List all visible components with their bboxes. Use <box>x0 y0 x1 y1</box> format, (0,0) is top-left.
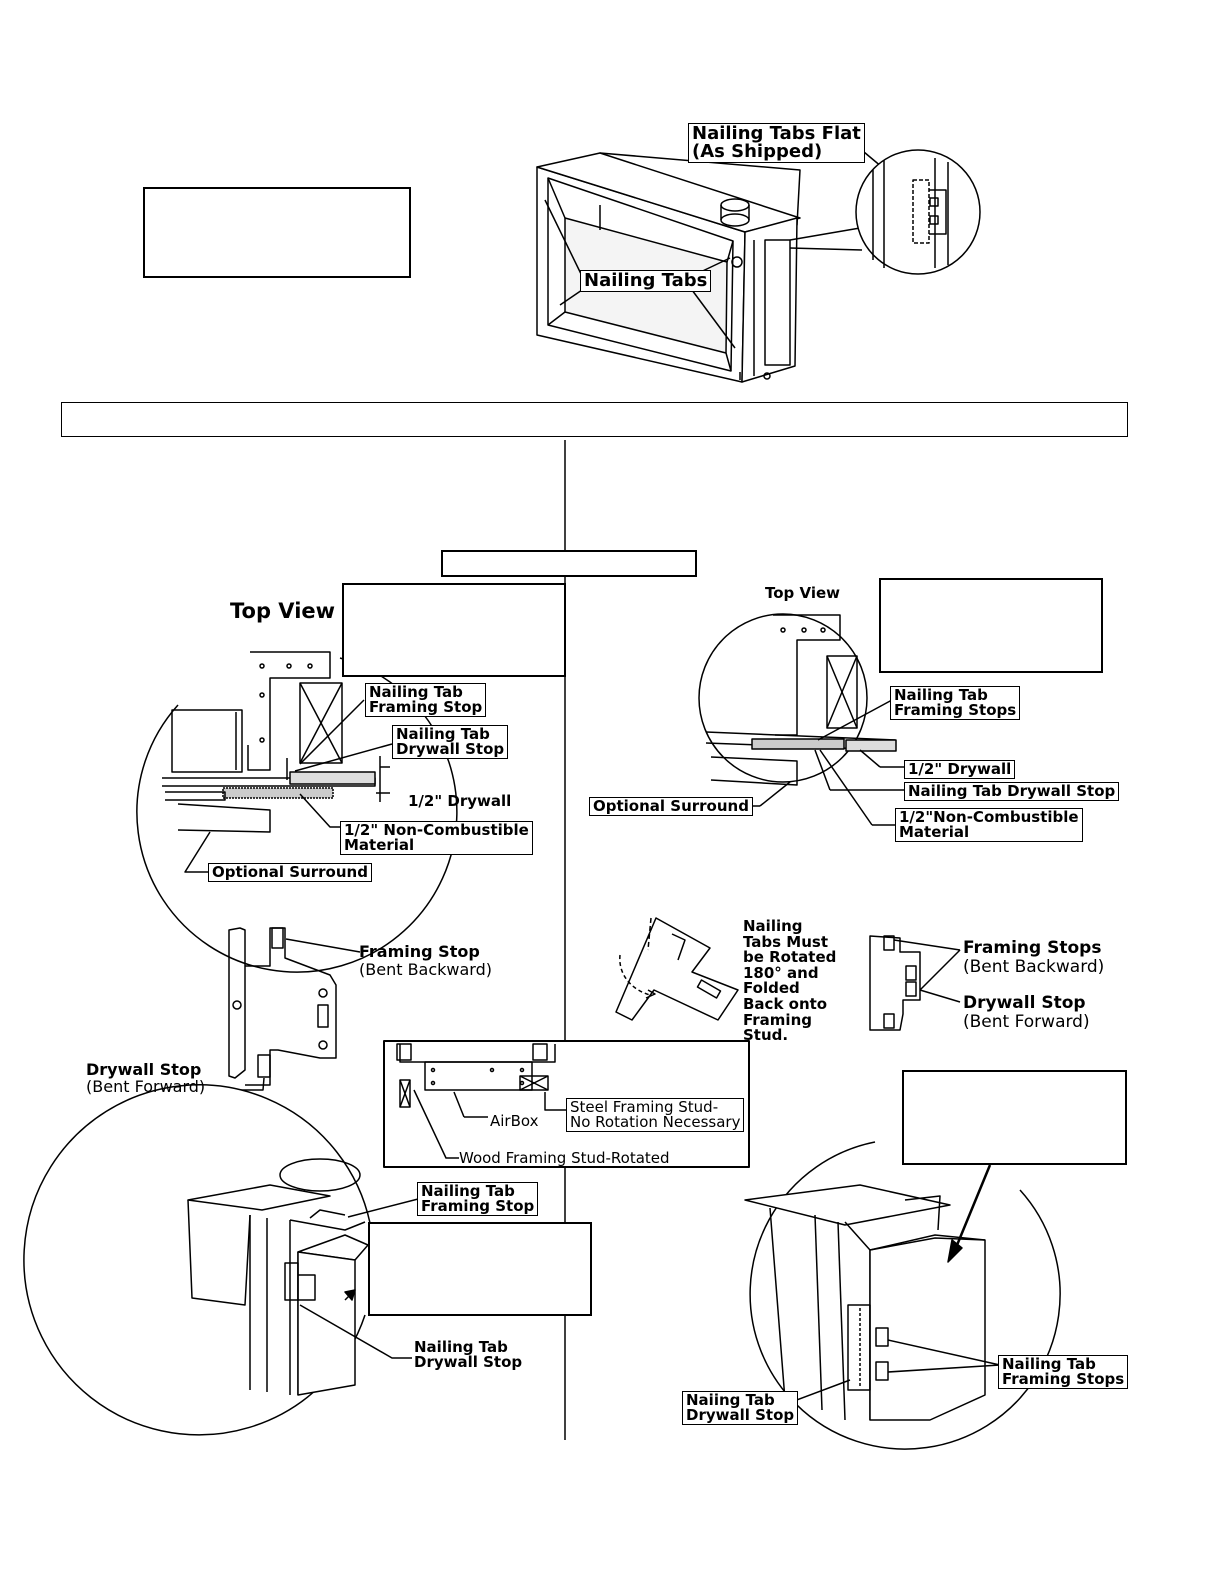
left-drywall-label: 1/2" Drywall <box>408 792 512 810</box>
left-drywall-stop-label: Nailing Tab Drywall Stop <box>392 725 509 759</box>
rotation-sketch <box>615 917 739 1021</box>
section-subheader-bar <box>441 550 697 577</box>
note-line: be Rotated <box>743 948 837 967</box>
fireplace-illustration <box>536 152 801 383</box>
label-line: Framing Stop <box>369 698 483 716</box>
right-top-view-title: Top View <box>765 584 841 602</box>
label-line: Steel Framing Stud- <box>570 1098 719 1116</box>
left-framing-stop-label: Nailing Tab Framing Stop <box>365 683 487 717</box>
label-line: Drywall Stop <box>396 740 505 758</box>
right-drywall-stop-label: Nailing Tab Drywall Stop <box>904 782 1120 801</box>
label-line: Nailing Tab <box>894 686 988 704</box>
right-framing-stops-label: Nailing Tab Framing Stops <box>890 686 1021 720</box>
label-line: Framing Stop <box>421 1197 535 1215</box>
steel-stud-label: Steel Framing Stud- No Rotation Necessar… <box>566 1098 745 1132</box>
label-line: Nailing Tab <box>396 725 490 743</box>
section-header-bar <box>61 402 1128 437</box>
note-line: 180° and <box>743 963 819 982</box>
right-iso-drywall-stop-label: Naiing Tab Drywall Stop <box>682 1391 799 1425</box>
label-line: Framing Stops <box>894 701 1017 719</box>
label-line: Framing Stops <box>1002 1370 1125 1388</box>
left-top-view-detail <box>136 651 458 973</box>
nailing-tabs-label: Nailing Tabs <box>580 270 712 292</box>
blank-callout-box <box>879 578 1103 673</box>
right-iso-detail <box>744 1141 1061 1450</box>
left-noncombustible-label: 1/2" Non-Combustible Material <box>340 821 533 855</box>
nailing-tabs-flat-label: Nailing Tabs Flat (As Shipped) <box>688 123 865 163</box>
label-line: Nailing Tab <box>1002 1355 1096 1373</box>
note-line: Tabs Must <box>743 932 829 951</box>
wood-stud-label: Wood Framing Stud-Rotated <box>459 1149 670 1167</box>
blank-callout-box <box>368 1222 592 1316</box>
label-line: Nailing Tabs Flat <box>692 123 861 144</box>
left-surround-label: Optional Surround <box>208 863 372 882</box>
left-tab-drywall-stop-label: Drywall Stop <box>86 1060 202 1079</box>
label-line: Material <box>344 836 415 854</box>
label-line: Nailing Tab <box>369 683 463 701</box>
airbox-label: AirBox <box>490 1112 539 1130</box>
rotation-note: Nailing Tabs Must be Rotated 180° and Fo… <box>743 917 837 1045</box>
note-line: Folded <box>743 979 800 998</box>
right-noncombustible-label: 1/2"Non-Combustible Material <box>895 808 1083 842</box>
left-tab-framing-stop-label: Framing Stop <box>359 942 480 961</box>
right-tab-drywall-stop-label: Drywall Stop <box>963 993 1086 1013</box>
right-tab-framing-stops-label: Framing Stops <box>963 938 1102 958</box>
label-line: Drywall Stop <box>414 1353 523 1371</box>
right-tab-part <box>869 935 961 1031</box>
left-tab-framing-stop-note: (Bent Backward) <box>359 960 492 979</box>
right-drywall-label: 1/2" Drywall <box>904 760 1016 779</box>
label-line: Nailing Tabs <box>584 270 708 291</box>
left-tab-drywall-stop-note: (Bent Forward) <box>86 1077 206 1096</box>
blank-callout-box <box>143 187 411 278</box>
label-line: (As Shipped) <box>692 141 823 162</box>
nailing-tab-zoom <box>855 149 981 275</box>
left-iso-detail <box>23 1084 423 1436</box>
label-line: No Rotation Necessary <box>570 1113 741 1131</box>
note-line: Stud. <box>743 1026 789 1045</box>
right-surround-label: Optional Surround <box>589 797 753 816</box>
blank-callout-box <box>902 1070 1127 1165</box>
right-tab-drywall-stop-note: (Bent Forward) <box>963 1012 1090 1032</box>
right-iso-framing-stops-label: Nailing Tab Framing Stops <box>998 1355 1129 1389</box>
left-iso-framing-stop-label: Nailing Tab Framing Stop <box>417 1182 539 1216</box>
label-line: Nailing Tab <box>421 1182 515 1200</box>
note-line: Nailing <box>743 917 803 935</box>
label-line: 1/2" Non-Combustible <box>344 821 529 839</box>
label-line: Material <box>899 823 970 841</box>
label-line: Drywall Stop <box>686 1406 795 1424</box>
label-line: Naiing Tab <box>686 1391 775 1409</box>
blank-callout-box <box>342 583 566 677</box>
right-top-view-detail <box>698 613 904 826</box>
label-line: 1/2"Non-Combustible <box>899 808 1079 826</box>
right-tab-framing-stops-note: (Bent Backward) <box>963 957 1105 977</box>
note-line: Framing <box>743 1010 812 1029</box>
left-iso-drywall-stop-label: Nailing Tab Drywall Stop <box>414 1340 522 1370</box>
note-line: Back onto <box>743 994 828 1013</box>
label-line: Nailing Tab <box>414 1338 508 1356</box>
left-top-view-title: Top View <box>230 599 336 623</box>
